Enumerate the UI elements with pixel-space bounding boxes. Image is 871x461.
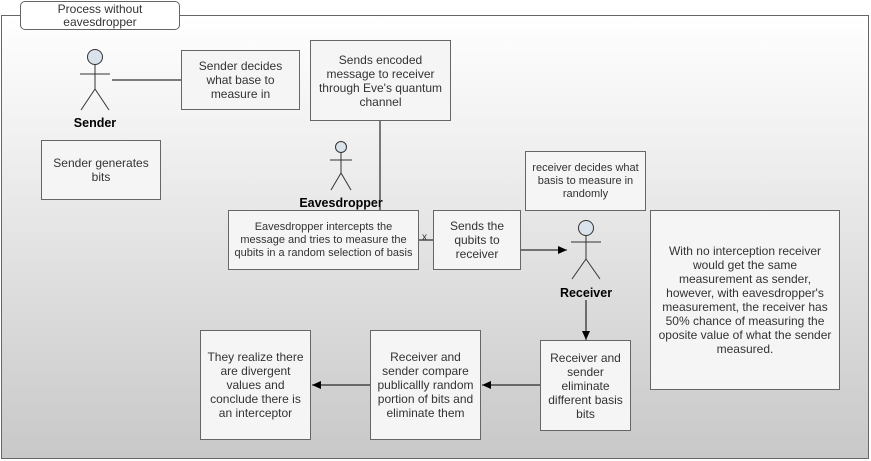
sender-label: Sender [73,116,117,130]
x-mark: x [422,232,427,243]
receiver-actor-icon [571,220,601,280]
receiver-decides-box: receiver decides what basis to measure i… [525,151,646,211]
sender-generates-box: Sender generates bits [41,140,161,200]
realize-box: They realize there are divergent values … [200,330,311,440]
eavesdropper-actor-icon [330,141,352,191]
sends-encoded-box: Sends encoded message to receiver throug… [310,40,451,121]
eve-intercepts-box: Eavesdropper intercepts the message and … [228,210,419,270]
sender-actor-icon [80,49,110,111]
sends-qubits-box: Sends the qubits to receiver [433,210,521,270]
note-box: With no interception receiver would get … [650,210,840,390]
receiver-label: Receiver [559,286,613,300]
eavesdropper-label: Eavesdropper [299,196,383,210]
eliminate-box: Receiver and sender eliminate different … [540,340,631,431]
container-title: Process without eavesdropper [20,1,180,30]
compare-box: Receiver and sender compare publicallly … [370,330,481,440]
sender-decides-box: Sender decides what base to measure in [181,50,300,110]
